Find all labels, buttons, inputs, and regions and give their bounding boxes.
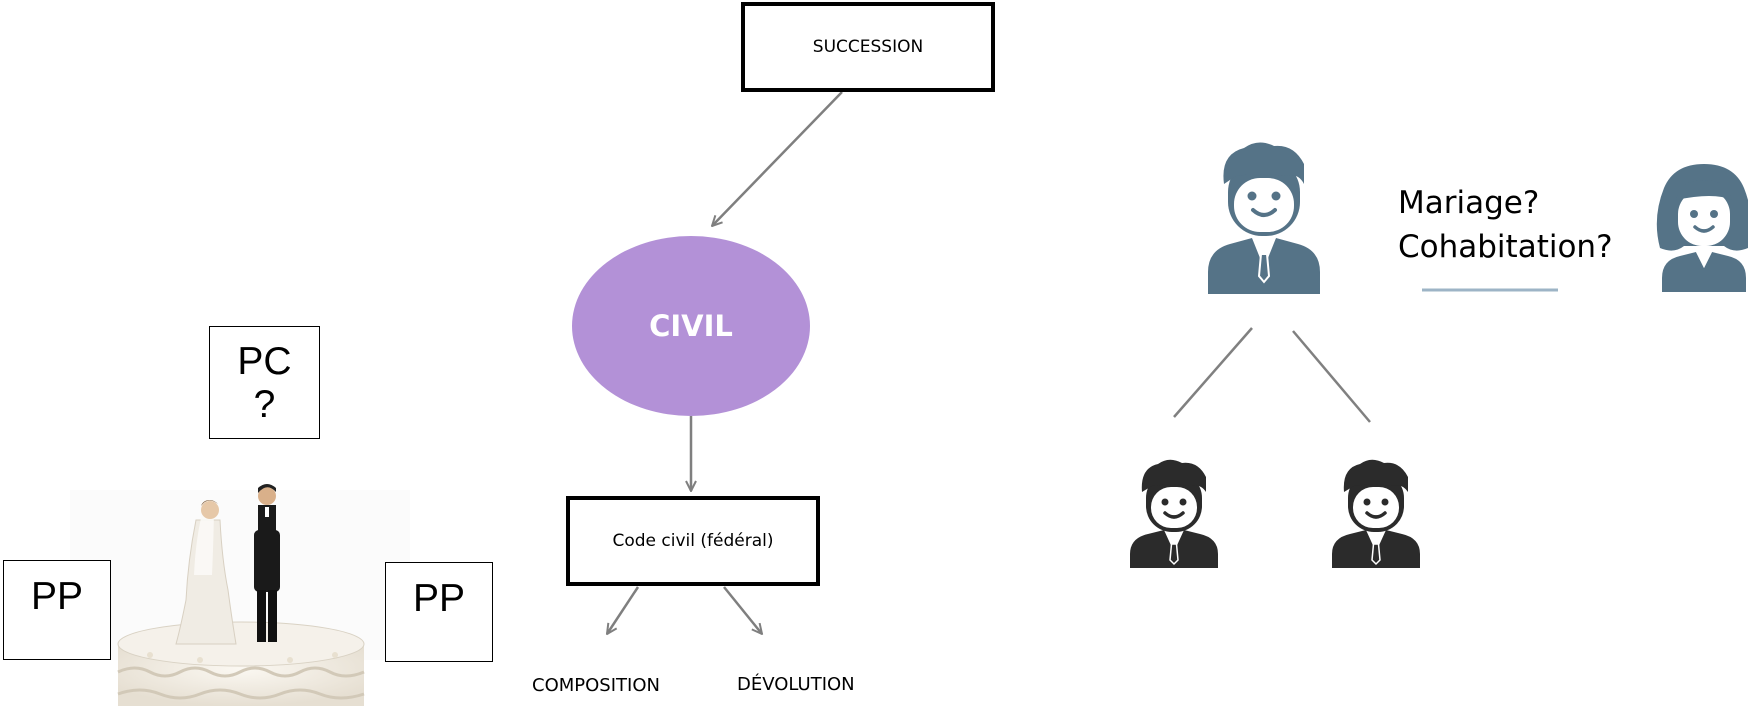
civil-ellipse — [572, 236, 810, 416]
tree-line-left — [1173, 327, 1253, 418]
code-civil-label: Code civil (fédéral) — [612, 531, 774, 551]
succession-box: SUCCESSION — [741, 2, 995, 92]
composition-label: COMPOSITION — [532, 675, 660, 696]
boy-avatar-icon — [1332, 459, 1420, 568]
marriage-question: Mariage? — [1398, 185, 1540, 221]
tree-line-right — [1292, 330, 1371, 423]
pc-question-mark: ? — [253, 382, 276, 426]
arrow-succession-to-civil — [712, 91, 843, 226]
arrow-code-to-devolution — [723, 586, 762, 634]
man-avatar-icon — [1208, 142, 1320, 294]
pp-box-right: PP — [385, 562, 493, 662]
arrow-code-to-composition — [607, 586, 640, 634]
civil-label: CIVIL — [649, 309, 733, 343]
relationship-question: Mariage? Cohabitation? — [1398, 181, 1613, 269]
wedding-cake-couple-image — [70, 484, 410, 706]
boy-avatar-icon — [1130, 459, 1218, 568]
pc-box: PC ? — [209, 326, 320, 439]
cohabitation-question: Cohabitation? — [1398, 229, 1613, 265]
pp-left-label: PP — [30, 575, 84, 618]
woman-avatar-icon — [1656, 164, 1748, 292]
pp-right-label: PP — [412, 577, 466, 620]
pp-box-left: PP — [3, 560, 111, 660]
code-civil-box: Code civil (fédéral) — [566, 496, 820, 586]
devolution-label: DÉVOLUTION — [737, 674, 855, 695]
succession-label: SUCCESSION — [812, 37, 924, 57]
pc-label: PC — [237, 339, 292, 383]
